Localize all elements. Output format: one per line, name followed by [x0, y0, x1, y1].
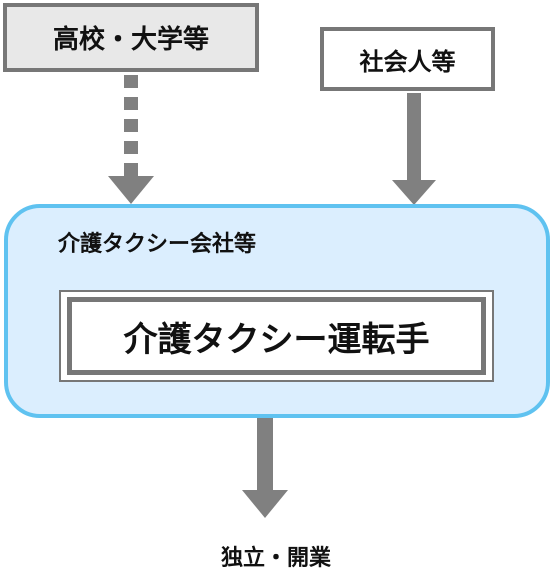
source-label-working-adults: 社会人等 — [359, 47, 456, 76]
driver-box: 介護タクシー運転手 — [67, 297, 486, 375]
solid-arrow-company-to-outcome — [242, 418, 288, 518]
dashed-arrow-school-to-company — [108, 75, 154, 204]
source-label-school: 高校・大学等 — [52, 25, 209, 55]
driver-label: 介護タクシー運転手 — [123, 319, 430, 360]
source-box-working-adults: 社会人等 — [320, 27, 495, 91]
outcome-label: 独立・開業 — [220, 546, 331, 571]
solid-arrow-working-to-company — [392, 93, 436, 205]
company-label: 介護タクシー会社等 — [58, 232, 257, 257]
source-box-school: 高校・大学等 — [3, 3, 259, 72]
